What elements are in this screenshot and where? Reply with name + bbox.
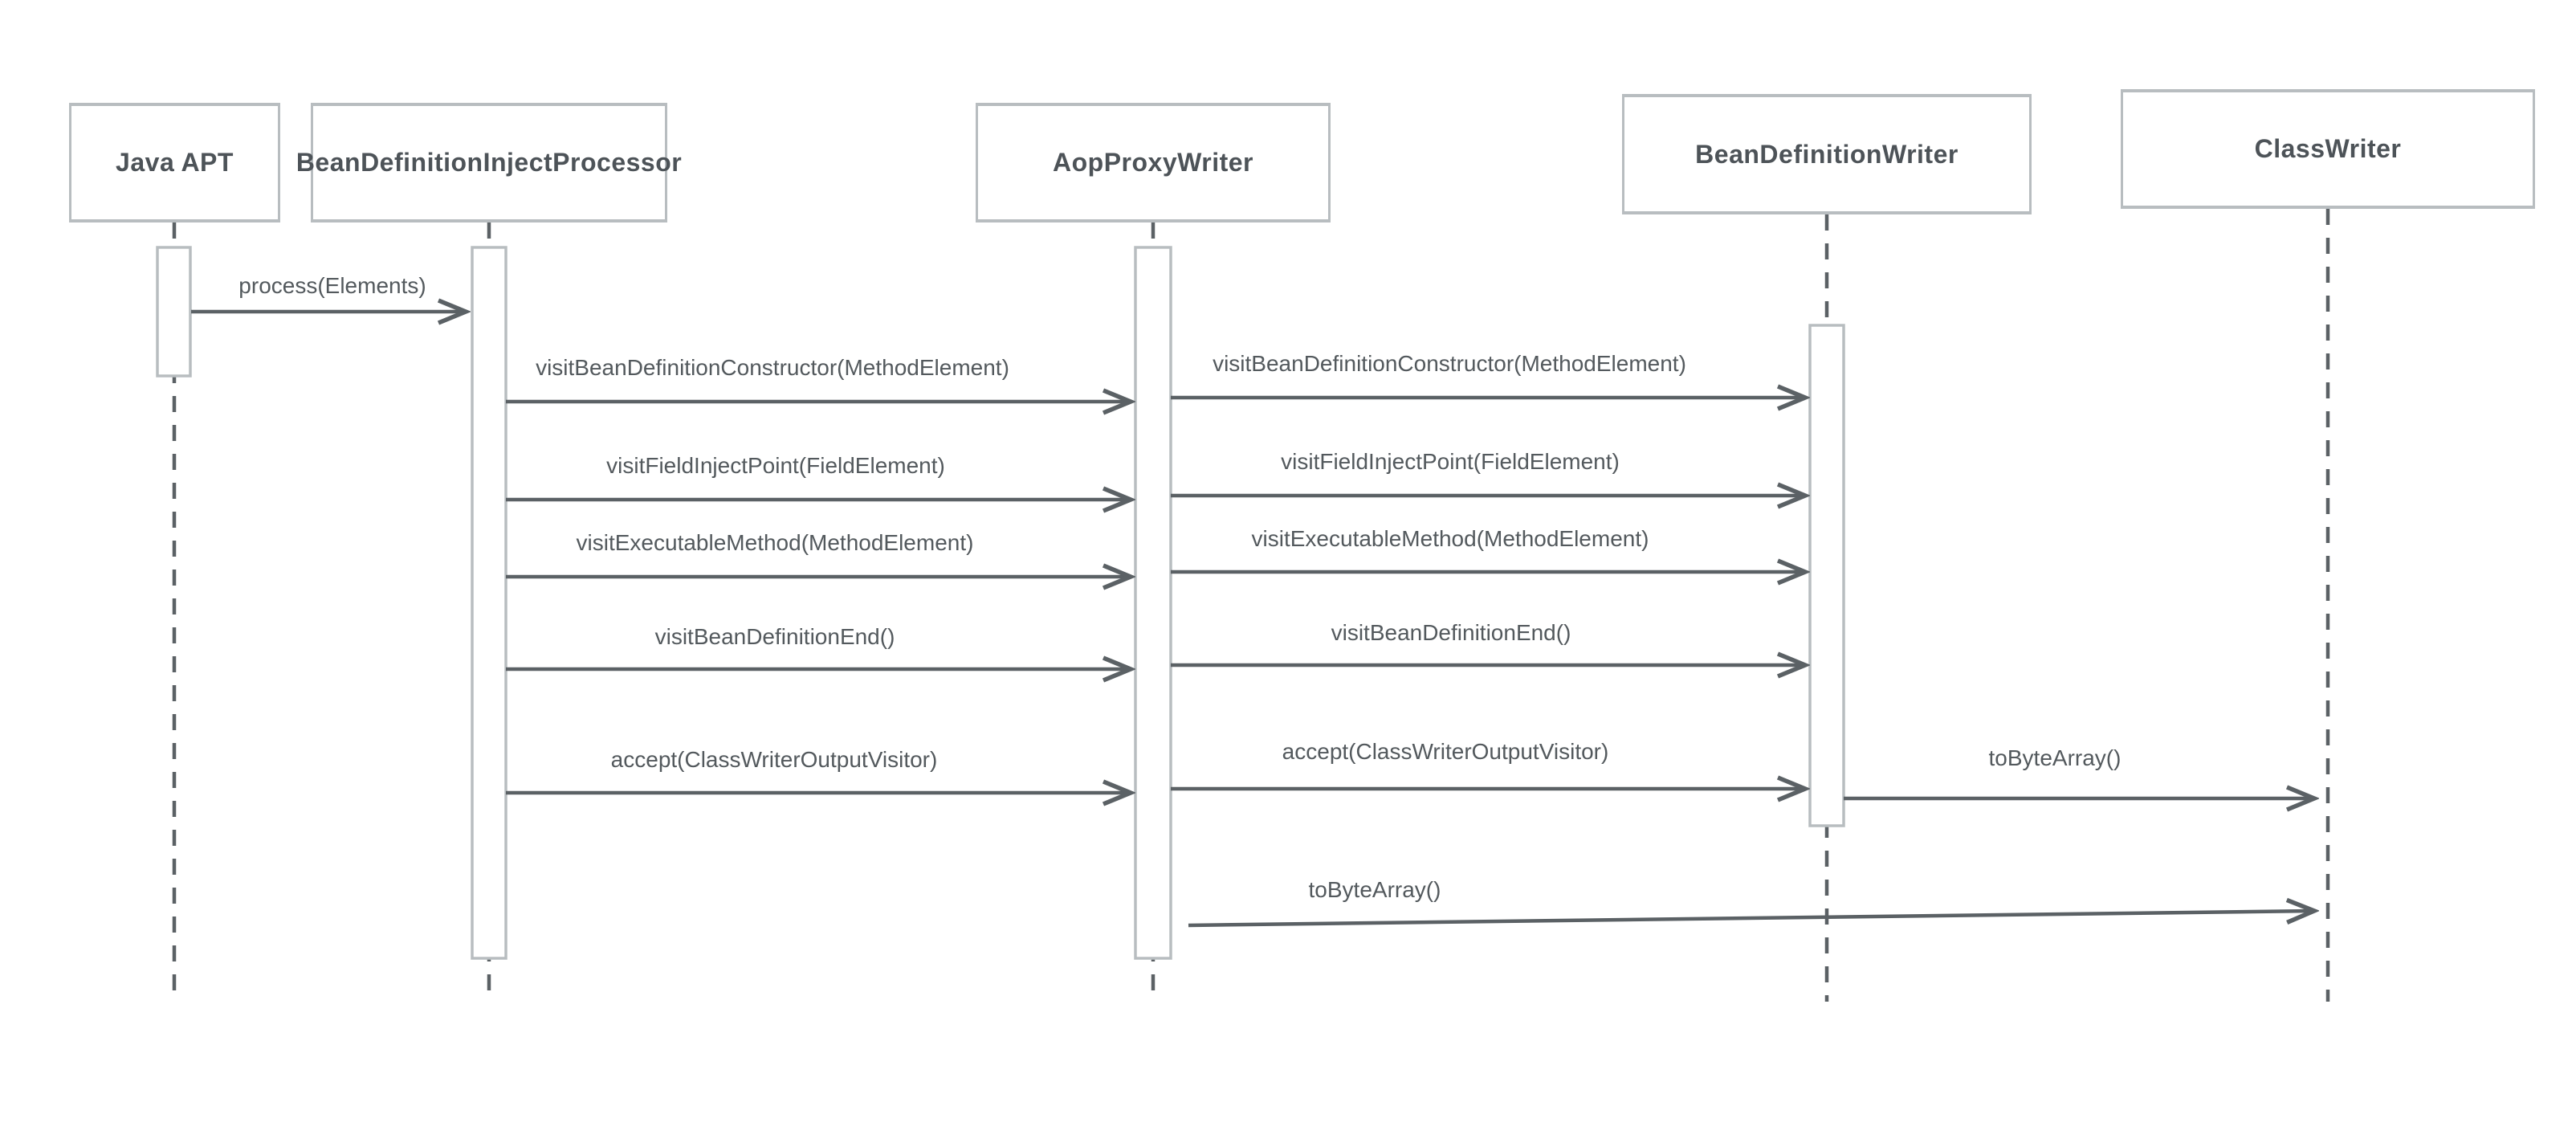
message-label-visitbeandefinitionend-right: visitBeanDefinitionEnd() — [1331, 620, 1571, 645]
message-label-tobytearray-apw: toByteArray() — [1308, 877, 1441, 902]
activation-java-apt — [156, 246, 192, 378]
participant-name: BeanDefinitionWriter — [1695, 139, 1958, 169]
message-label-visitfieldinjectpoint-right: visitFieldInjectPoint(FieldElement) — [1281, 449, 1620, 474]
message-label-visitfieldinjectpoint-left: visitFieldInjectPoint(FieldElement) — [606, 453, 945, 478]
participant-name: BeanDefinitionInjectProcessor — [296, 148, 683, 177]
activation-aopproxywriter — [1134, 246, 1172, 960]
message-label-accept-left: accept(ClassWriterOutputVisitor) — [610, 747, 938, 772]
participant-name: AopProxyWriter — [1052, 148, 1253, 177]
activation-beandefinitioninjectprocessor — [471, 246, 507, 960]
participant-name: Java APT — [116, 148, 234, 177]
participant-classwriter: ClassWriter — [2121, 89, 2535, 209]
participant-java-apt: Java APT — [69, 103, 280, 222]
message-label-accept-right: accept(ClassWriterOutputVisitor) — [1282, 739, 1609, 764]
message-label-visitexecutablemethod-right: visitExecutableMethod(MethodElement) — [1251, 526, 1649, 551]
message-label-visitbeandefinitionend-left: visitBeanDefinitionEnd() — [654, 624, 895, 649]
message-label-process: process(Elements) — [238, 273, 426, 298]
message-label-visitexecutablemethod-left: visitExecutableMethod(MethodElement) — [576, 530, 974, 555]
participant-name: ClassWriter — [2254, 134, 2402, 163]
participant-beandefinitionwriter: BeanDefinitionWriter — [1622, 94, 2032, 214]
message-label-visitbeandefinitionconstructor-right: visitBeanDefinitionConstructor(MethodEle… — [1213, 351, 1686, 376]
activation-beandefinitionwriter — [1808, 324, 1845, 827]
message-label-tobytearray-bdw: toByteArray() — [1988, 745, 2122, 770]
message-arrow-tobytearray-apw — [1188, 911, 2313, 928]
message-label-visitbeandefinitionconstructor-left: visitBeanDefinitionConstructor(MethodEle… — [536, 355, 1009, 380]
participant-aopproxywriter: AopProxyWriter — [976, 103, 1331, 222]
participant-beandefinitioninjectprocessor: BeanDefinitionInjectProcessor — [296, 103, 682, 222]
